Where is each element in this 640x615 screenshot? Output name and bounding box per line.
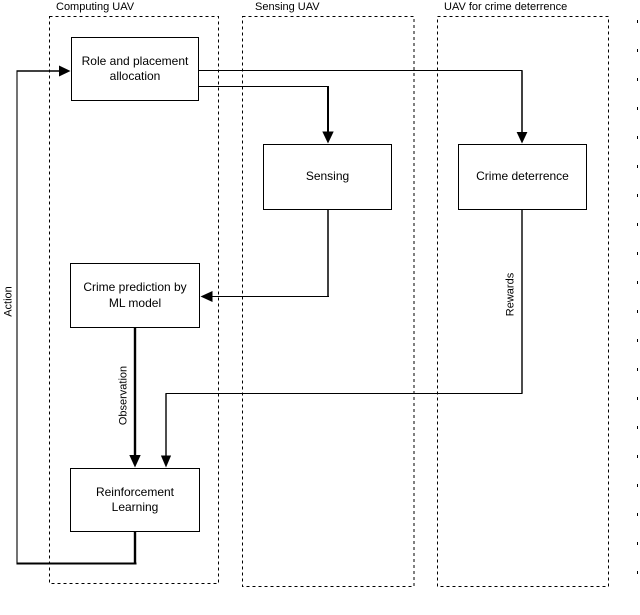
node-label-line: Reinforcement (95, 484, 175, 499)
node-reinforcement-learning: Reinforcement Learning (70, 468, 200, 532)
arrowhead-action-into-role (59, 65, 71, 77)
node-label-line: Learning (111, 500, 159, 514)
edge-label-rewards: Rewards (504, 272, 517, 317)
arrowhead-into-deterrence (516, 132, 528, 144)
node-label-line: ML model (108, 295, 162, 310)
node-crime-prediction-ml: Crime prediction by ML model (70, 263, 200, 328)
container-crime-deterrence-uav (436, 15, 610, 588)
arrowhead-rewards-into-rl (160, 455, 172, 468)
node-label-line: Crime prediction by (83, 280, 187, 294)
container-title-sensing-uav: Sensing UAV (255, 1, 320, 13)
edge-label-action: Action (2, 286, 15, 317)
container-title-crime-deterrence-uav: UAV for crime deterrence (444, 1, 568, 13)
container-sensing-uav (241, 15, 415, 588)
node-label-line: Role and placement (81, 53, 189, 68)
container-title-computing-uav: Computing UAV (56, 1, 135, 13)
arrowhead-into-sensing (322, 131, 334, 144)
arrowhead-observation-into-rl (129, 455, 141, 468)
node-label-line: Crime deterrence (476, 169, 569, 184)
node-role-placement-allocation: Role and placement allocation (71, 37, 199, 101)
node-crime-deterrence: Crime deterrence (458, 144, 587, 210)
node-label-line: Sensing (305, 169, 350, 184)
node-label-line: allocation (109, 69, 161, 83)
edge-label-observation: Observation (117, 365, 130, 426)
node-sensing: Sensing (263, 144, 392, 210)
arrowhead-into-prediction (200, 291, 213, 302)
container-computing-uav (48, 15, 220, 585)
